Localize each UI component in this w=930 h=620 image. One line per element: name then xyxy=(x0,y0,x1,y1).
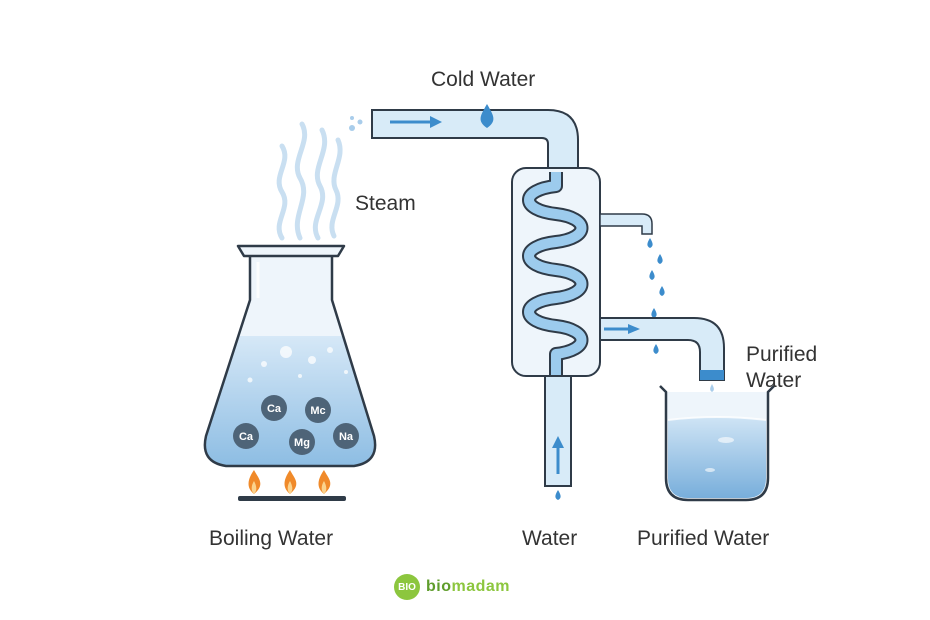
falling-drops xyxy=(647,238,665,354)
biomadam-logo: BIO biomadam xyxy=(394,572,510,602)
svg-text:Mg: Mg xyxy=(294,437,310,449)
erlenmeyer-flask: Ca Mc Ca Mg Na xyxy=(203,244,377,468)
condenser xyxy=(511,167,601,377)
water-label: Water xyxy=(522,527,578,550)
ion-mg: Mg xyxy=(289,429,315,455)
boiling-water-label: Boiling Water xyxy=(209,527,334,550)
logo-wordmark: biomadam xyxy=(426,578,511,595)
purified-water-label: Purified Water xyxy=(637,527,770,550)
steam-droplets xyxy=(349,116,363,131)
beaker xyxy=(659,385,775,502)
svg-text:Ca: Ca xyxy=(239,431,254,443)
steam-label: Steam xyxy=(355,192,416,215)
steam-wisp xyxy=(276,143,288,241)
ion-mc: Mc xyxy=(305,397,331,423)
steam-wisp xyxy=(294,121,308,241)
burner xyxy=(238,470,346,501)
steam-wisp xyxy=(312,127,328,241)
water-bubbles xyxy=(247,346,348,383)
water-inlet-pipe xyxy=(544,375,572,500)
steam-wisp xyxy=(329,137,343,239)
flame-icon xyxy=(318,470,331,494)
ion-ca-1: Ca xyxy=(261,395,287,421)
logo-badge: BIO xyxy=(394,574,420,600)
ion-ca-2: Ca xyxy=(233,423,259,449)
ion-na: Na xyxy=(333,423,359,449)
svg-text:Na: Na xyxy=(339,431,354,443)
svg-text:Mc: Mc xyxy=(310,405,325,417)
upper-outlet-tube xyxy=(599,213,653,235)
flame-icon xyxy=(284,470,297,494)
purified-outlet-tube xyxy=(599,317,725,381)
purified-water-outlet-label: Purified Water xyxy=(746,343,818,392)
flame-icon xyxy=(248,470,261,494)
svg-text:Ca: Ca xyxy=(267,403,282,415)
cold-water-label: Cold Water xyxy=(431,68,536,91)
cold-water-inlet-tube xyxy=(371,109,579,169)
cold-water-drop-icon xyxy=(480,104,494,128)
steam-wisps xyxy=(276,121,343,241)
